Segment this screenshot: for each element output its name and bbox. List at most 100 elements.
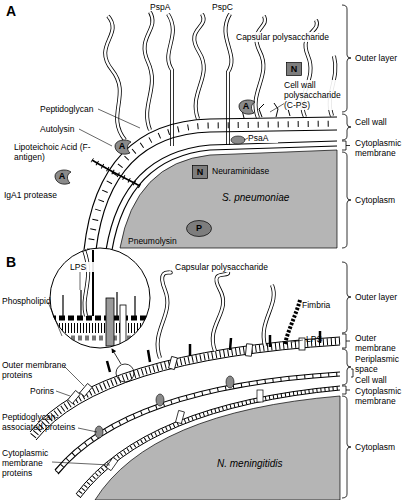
part-label: LPS [306,334,330,344]
part-label: Outer layer [355,53,404,63]
node-text: S. pneumoniae [222,192,332,204]
node-text: N [192,165,208,179]
inset-background [50,248,150,348]
inset-capsule-fill [84,250,88,316]
part-label: Phospholipid [2,296,62,306]
part-label: IgA1 protease [4,190,74,200]
porin [299,338,305,350]
autolysin-shape: A [112,138,132,155]
node-shape [187,221,212,237]
node-shape [193,166,208,179]
protein [156,394,164,406]
part-label: Capsular polysaccharide [236,32,346,42]
panel-letter: A [6,3,26,19]
part-label: Peptidoglycan [40,104,110,114]
part-label: PsaA [248,133,278,143]
part-label: Peptidoglycan-associated proteins [2,412,84,432]
porin [245,344,252,357]
protein [106,298,114,346]
part-label: PspA [150,2,190,12]
node-text: P [186,220,212,237]
cytoplasmic-membrane-line [112,146,337,250]
inset-detail [50,250,150,346]
autolysin-shape: A [236,98,256,115]
part-label: Periplasmic space [355,354,404,374]
brace [342,396,351,498]
peptidoglycan-crosslinks [90,124,337,251]
node-text: A [112,138,132,155]
part-label: Autolysin [40,124,100,134]
part-label: Capsular polysaccharide [175,262,285,272]
phospholipid-heads [50,336,150,341]
cytoplasm-region: N. meningitidis [95,394,340,500]
part-label: Cell wall [355,375,404,385]
pneumolysin-ellipse: P [186,220,212,237]
fimbria [285,300,300,344]
node-shape [95,396,340,500]
node-shape [120,150,337,248]
rod [92,250,94,316]
part-label: Neuraminidase [212,166,282,176]
lipid-tails [50,323,150,333]
autolysin-shape: A [52,168,72,185]
leader-lines [79,100,290,146]
neuraminidase-box: N [286,62,302,76]
cell-wall-line [96,130,337,250]
part-label: Lipoteichoic Acid (F-antigen) [14,142,96,162]
part-label: Pneumolysin [128,236,188,246]
brace [342,349,351,385]
cytoplasmic-membrane-line [106,141,337,250]
panel-letter: B [6,254,26,270]
cytoplasm-region: S. pneumoniae N P [120,148,337,248]
part-label: Outer membrane [355,333,404,353]
porin [68,390,80,403]
brace [351,369,353,377]
part-label: Outer layer [355,292,404,302]
brace [342,386,350,394]
brace [342,152,351,248]
node-text: A [236,98,256,115]
protein [226,376,234,388]
neuraminidase-box: N [192,165,208,179]
part-label: Porins [30,386,60,396]
node-text: N [286,62,302,76]
brace [342,262,351,333]
brace [342,334,350,348]
node-outline [95,394,340,500]
part-label: Cell wall polysaccharide (C-PS) [284,80,346,110]
lps-heads [50,316,150,321]
protein [176,410,185,423]
porin [80,383,92,396]
part-label: Cell wall [355,117,404,127]
capsule-chain [84,250,88,316]
part-label: Cytoplasmic membrane [355,138,404,158]
part-label: Cytoplasmic membrane [355,386,404,406]
part-label: Cytoplasm [355,442,404,452]
part-label: Outer membrane proteins [2,360,70,380]
protein [106,457,118,470]
porin [169,356,178,369]
part-label: Fimbria [302,300,342,310]
part-label: Cytoplasm [355,195,404,205]
protein [120,305,126,345]
lipoteichoic-ticks [92,160,140,186]
inset-circle [50,248,150,348]
part-label: LPS [70,262,94,272]
node-shape [287,63,302,76]
part-label: PspC [212,2,252,12]
protein [257,390,263,402]
cell-wall-line [84,117,337,250]
capsule-chain [84,250,88,316]
lipoteichoic-chain [92,160,140,186]
node-text: N. meningitidis [217,458,337,470]
part-label: Cytoplasmic membrane proteins [2,448,60,478]
node-text: A [52,168,72,185]
zoom-arrow [112,349,121,364]
brace [342,141,350,150]
psaa-protein [231,136,245,144]
inset-capsule [84,250,88,316]
zoom-circle [116,364,134,382]
